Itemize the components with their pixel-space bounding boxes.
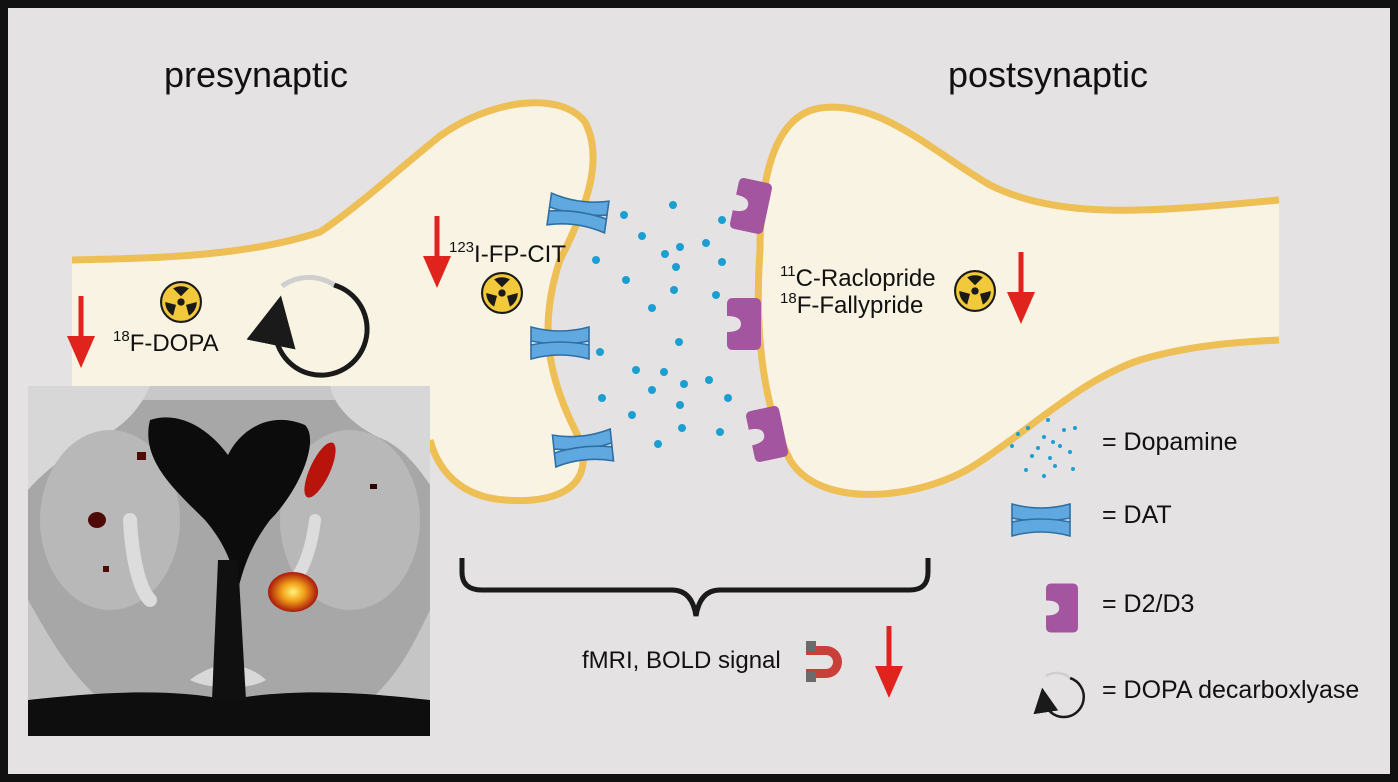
fallypride-isotope: 18 [780, 290, 797, 307]
cycle-arrow-fade [280, 274, 336, 289]
dopamine-molecule [622, 276, 630, 284]
fdopa-isotope: 18 [113, 328, 130, 345]
fdopa-label: 18F-DOPA [113, 328, 219, 357]
dopamine-molecule [724, 394, 732, 402]
legend-dopamine-dot [1062, 428, 1066, 432]
dopamine-molecule [676, 401, 684, 409]
legend-decarboxylase: = DOPA decarboxlyase [1102, 676, 1359, 704]
brain-mri-image [28, 386, 430, 736]
legend-dopamine-dot [1073, 426, 1077, 430]
bracket [459, 558, 931, 617]
dat-transporter [530, 326, 590, 360]
legend-dopamine-dot [1010, 444, 1014, 448]
dopamine-molecule [669, 201, 677, 209]
dopamine-molecule [718, 216, 726, 224]
legend-dopamine-dot [1042, 474, 1046, 478]
dopamine-molecules [592, 201, 732, 448]
legend-dopamine-dot [1058, 444, 1062, 448]
legend-cycle-icon [1033, 676, 1086, 719]
legend-cycle-fade [1045, 671, 1071, 679]
legend-dopamine: = Dopamine [1102, 428, 1238, 456]
legend-dat: = DAT [1102, 501, 1172, 529]
legend-dopamine-dot [1068, 450, 1072, 454]
raclopride-isotope: 11 [780, 263, 796, 280]
fmri-label: fMRI, BOLD signal [582, 647, 781, 674]
legend-dopamine-dot [1024, 468, 1028, 472]
radiation-icon [954, 270, 996, 312]
legend-dopamine-dot [1071, 467, 1075, 471]
dopamine-molecule [718, 258, 726, 266]
presynaptic-membrane [71, 99, 597, 505]
fallypride-name: F-Fallypride [797, 292, 924, 319]
raclopride-name: C-Raclopride [796, 265, 936, 292]
dopamine-molecule [648, 386, 656, 394]
dopamine-molecule [632, 366, 640, 374]
dopamine-molecule [596, 348, 604, 356]
dopamine-molecule [638, 232, 646, 240]
dopamine-molecule [670, 286, 678, 294]
dopamine-molecule [598, 394, 606, 402]
legend-dopamine-dot [1048, 456, 1052, 460]
dopamine-molecule [628, 411, 636, 419]
radiation-icon [160, 281, 202, 323]
fpcit-isotope: 123 [449, 239, 474, 256]
legend-dopamine-dot [1053, 464, 1057, 468]
legend-dopamine-dot [1030, 454, 1034, 458]
dopamine-molecule [675, 338, 683, 346]
presynaptic-title: presynaptic [164, 54, 348, 95]
presynaptic-neuron [72, 102, 594, 501]
dopamine-molecule [620, 211, 628, 219]
legend-dopamine-dot [1016, 432, 1020, 436]
dopamine-molecule [676, 243, 684, 251]
fallypride-label: 18F-Fallypride [780, 290, 923, 319]
legend-dat-icon [1011, 503, 1071, 537]
radiation-icon [481, 272, 523, 314]
cycle-arrow-icon [246, 282, 370, 378]
legend-dopamine-dot [1042, 435, 1046, 439]
legend-dopamine-dot [1036, 446, 1040, 450]
raclopride-label: 11C-Raclopride [780, 263, 936, 292]
dopamine-molecule [712, 291, 720, 299]
fdopa-name: F-DOPA [130, 330, 219, 357]
postsynaptic-title: postsynaptic [948, 54, 1148, 95]
dopamine-molecule [702, 239, 710, 247]
dopamine-molecule [654, 440, 662, 448]
legend-dopamine-dot [1026, 426, 1030, 430]
legend-d2d3: = D2/D3 [1102, 590, 1194, 618]
dopamine-molecule [660, 368, 668, 376]
legend-dopamine-icon [1010, 418, 1077, 478]
legend-dopamine-dot [1051, 440, 1055, 444]
dopamine-molecule [678, 424, 686, 432]
dopamine-molecule [592, 256, 600, 264]
magnet-icon [806, 641, 842, 682]
dopamine-molecule [672, 263, 680, 271]
dopamine-molecule [716, 428, 724, 436]
dopamine-molecule [648, 304, 656, 312]
fpcit-label: 123I-FP-CIT [449, 239, 566, 268]
dopamine-molecule [661, 250, 669, 258]
legend-dopamine-dot [1046, 418, 1050, 422]
dopamine-molecule [705, 376, 713, 384]
fpcit-name: I-FP-CIT [474, 241, 566, 268]
dopamine-molecule [680, 380, 688, 388]
